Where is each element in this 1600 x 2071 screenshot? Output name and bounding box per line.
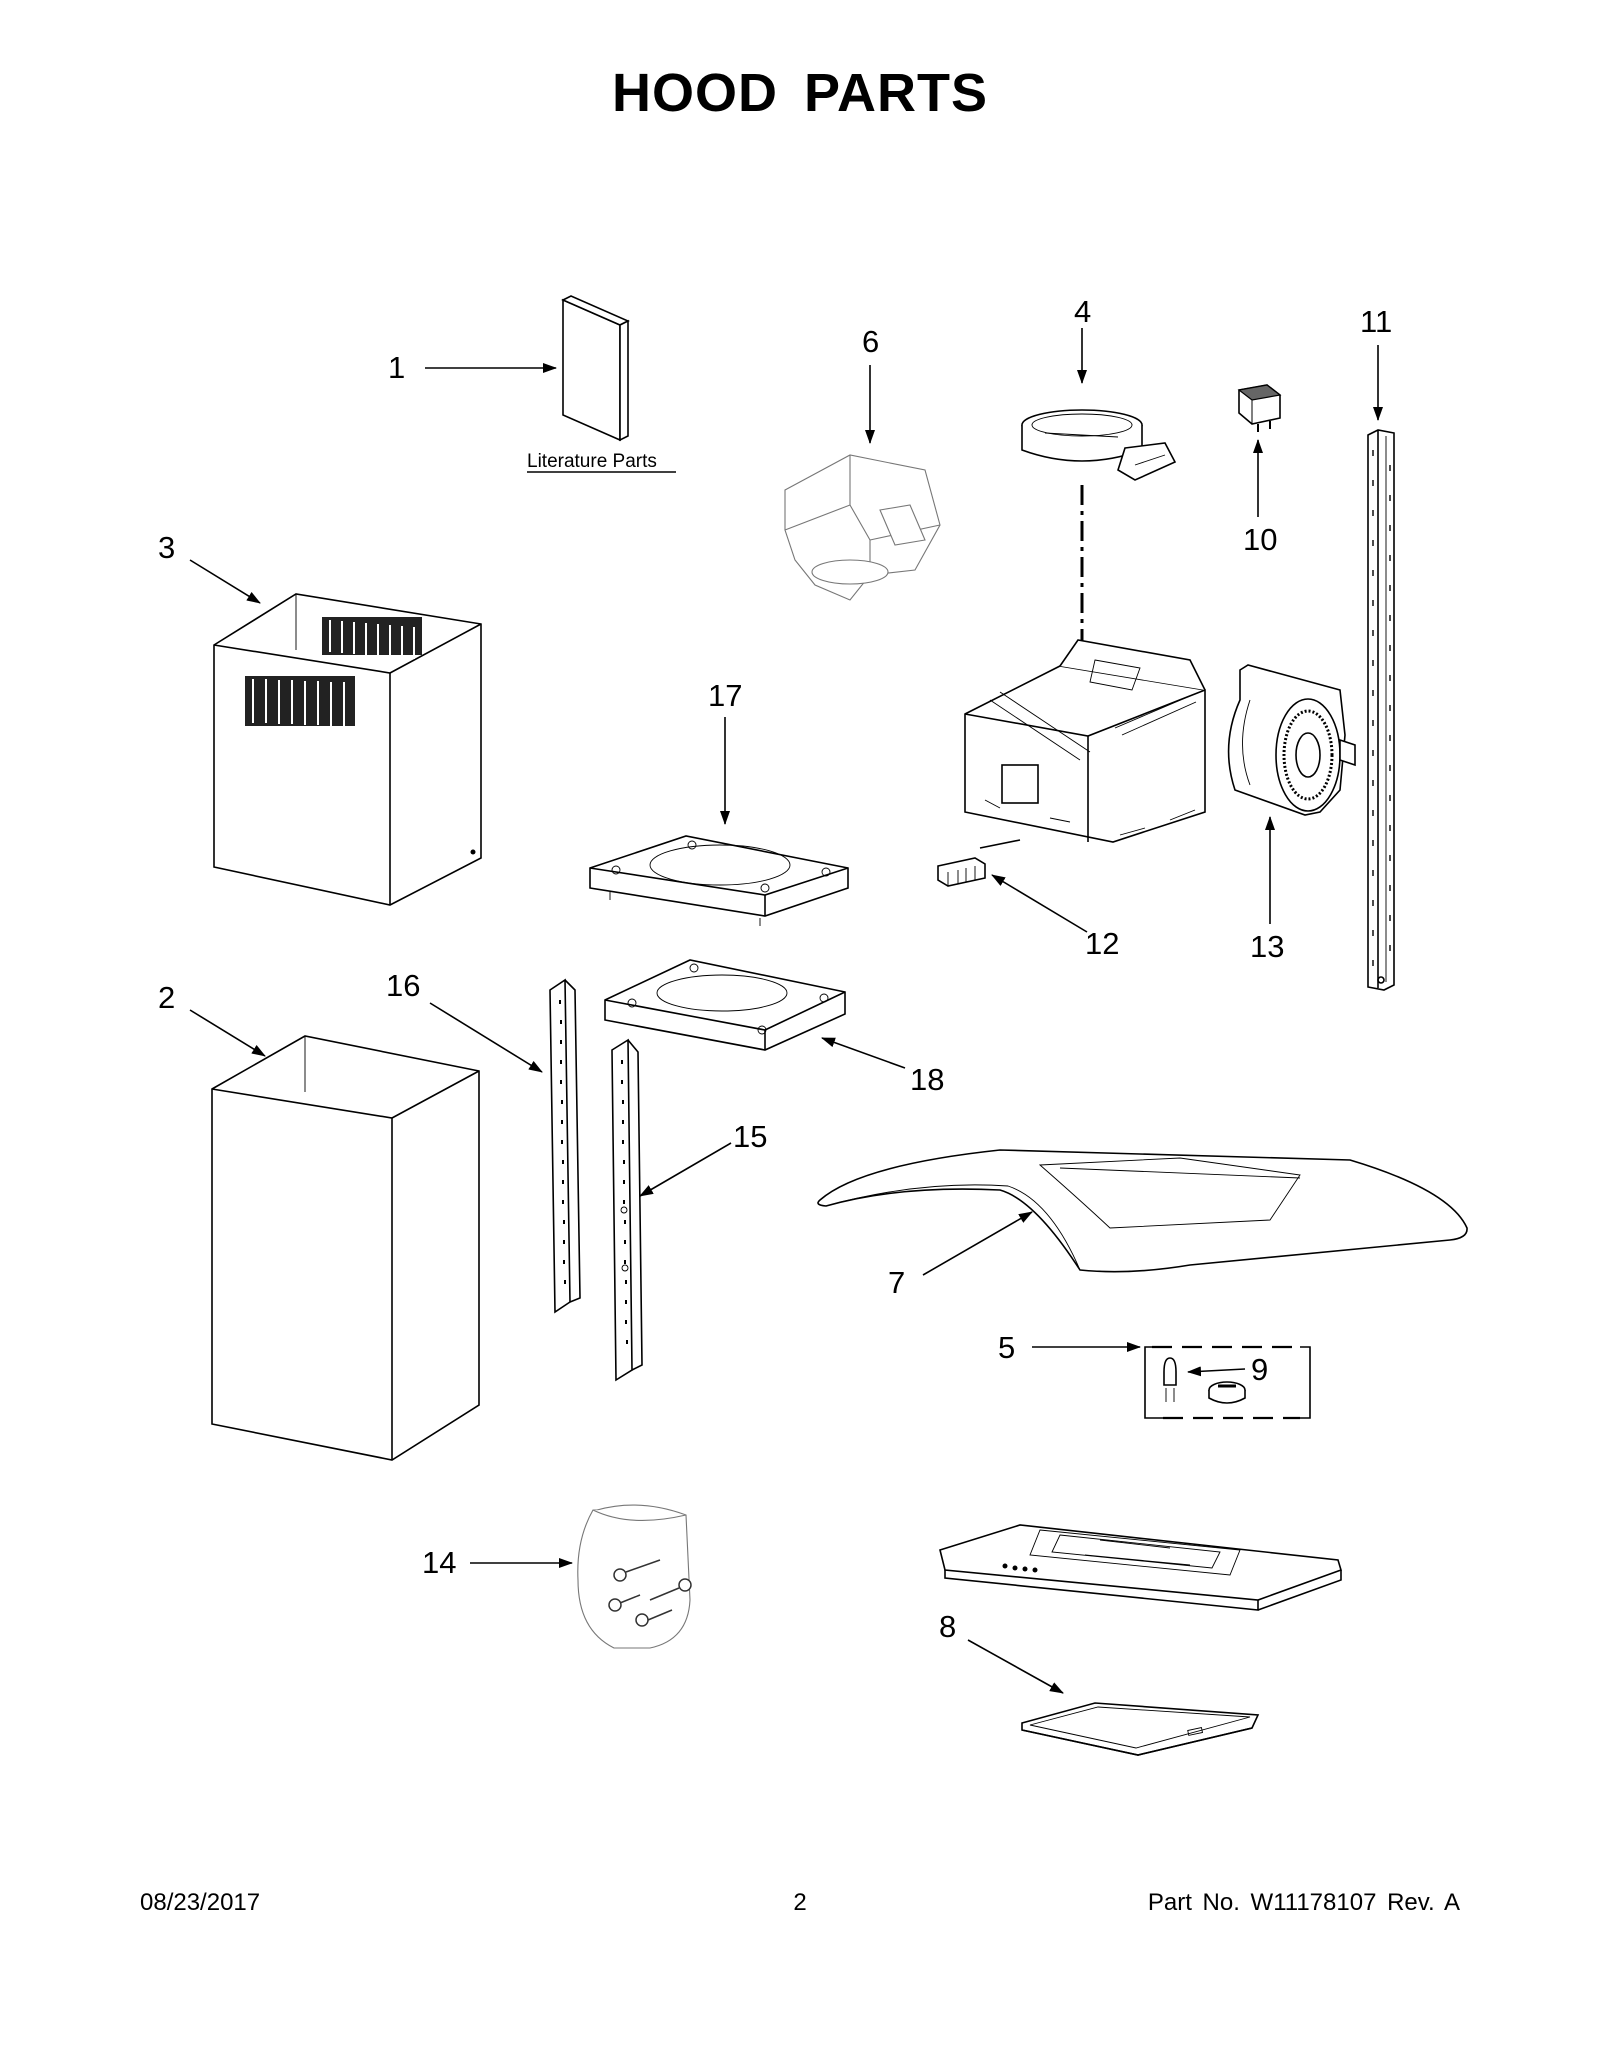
- footer-date: 08/23/2017: [140, 1889, 261, 1916]
- part-9-knob: [1208, 1381, 1246, 1404]
- vent-slots-side: [322, 617, 422, 659]
- callout-3: 3: [158, 530, 175, 565]
- callout-7: 7: [888, 1265, 905, 1300]
- callout-10: 10: [1243, 522, 1277, 557]
- part-16-bracket: [549, 978, 581, 1314]
- callout-2: 2: [158, 980, 175, 1015]
- callout-8: 8: [939, 1609, 956, 1644]
- footer-part-number: Part No. W11178107 Rev. A: [1147, 1889, 1460, 1916]
- part-8-grease-filter: [1021, 1702, 1260, 1756]
- callout-1: 1: [388, 350, 405, 385]
- part-2-lower-chimney: [211, 1035, 480, 1461]
- part-10-switch: [1237, 384, 1282, 432]
- part-6-duct-adapter: [784, 454, 941, 601]
- part-4-damper-collar: [1021, 409, 1177, 650]
- part-17-support-frame: [589, 835, 849, 926]
- lamp-bulb: [1163, 1357, 1177, 1402]
- callout-14: 14: [422, 1545, 456, 1580]
- part-14-hardware-bag: [577, 1504, 692, 1649]
- footer-page-number: 2: [793, 1889, 807, 1916]
- callout-12: 12: [1085, 926, 1119, 961]
- part-12-terminal-block: [937, 857, 986, 887]
- part-11-rail: [1367, 429, 1395, 991]
- part-3-upper-chimney: [213, 593, 482, 906]
- vent-slots-front: [245, 676, 355, 726]
- callout-numbers: 1 2 3 4 5 6 7 8 9 10 11 12 13 14 15 16 1…: [158, 294, 1392, 1644]
- callout-11: 11: [1360, 304, 1392, 339]
- callout-15: 15: [733, 1119, 767, 1154]
- part-13-blower: [1227, 664, 1356, 816]
- callout-4: 4: [1074, 294, 1091, 329]
- part-15-bracket: [611, 1038, 643, 1382]
- leader-lines: [189, 328, 1383, 1694]
- callout-6: 6: [862, 324, 879, 359]
- literature-parts-label: Literature Parts: [527, 451, 657, 472]
- callout-13: 13: [1250, 929, 1284, 964]
- fan-housing-box: [964, 639, 1206, 849]
- control-panel-frame: [939, 1524, 1342, 1611]
- callout-5: 5: [998, 1330, 1015, 1365]
- part-18-support-frame: [604, 959, 846, 1051]
- callout-16: 16: [386, 968, 420, 1003]
- callout-17: 17: [708, 678, 742, 713]
- part-7-glass-canopy: [817, 1149, 1468, 1273]
- callout-9: 9: [1251, 1352, 1268, 1387]
- callout-18: 18: [910, 1062, 944, 1097]
- page-title: HOOD PARTS: [611, 63, 988, 123]
- part-1-literature-booklet: Literature Parts: [527, 295, 676, 473]
- part-5-lamp-kit-group: [1144, 1345, 1311, 1420]
